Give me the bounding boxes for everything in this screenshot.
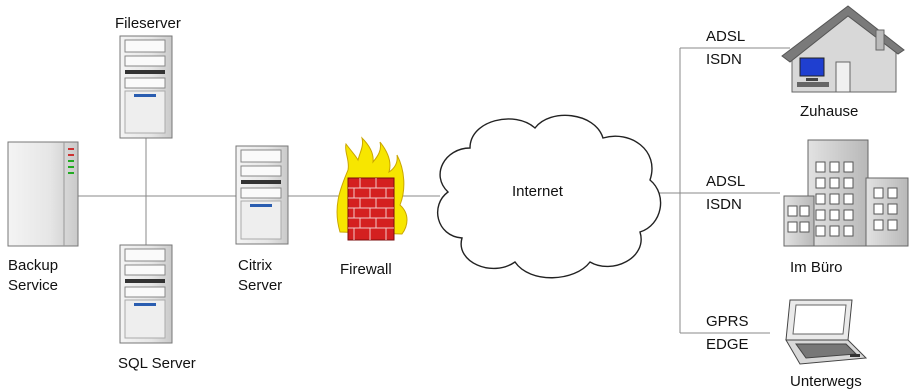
computer-screen <box>799 57 825 77</box>
connection-lines <box>78 47 790 334</box>
backup-service-icon[interactable] <box>7 141 79 247</box>
home-link-label-2: ISDN <box>706 51 742 68</box>
office-building-icon[interactable] <box>783 139 909 247</box>
mobile-link-label-1: GPRS <box>706 313 749 330</box>
office-label: Im Büro <box>790 259 843 276</box>
firewall-icon[interactable] <box>336 136 408 241</box>
internet-cloud-icon[interactable] <box>437 114 662 279</box>
backup-service-label-line1: Backup <box>8 257 58 274</box>
internet-label: Internet <box>512 183 564 200</box>
brick-wall <box>347 177 395 241</box>
home-link-label-1: ADSL <box>706 28 745 45</box>
fileserver-icon[interactable] <box>119 35 173 139</box>
laptop-icon[interactable] <box>785 299 868 365</box>
backup-service-label-line2: Service <box>8 277 58 294</box>
office-link-label-1: ADSL <box>706 173 745 190</box>
mobile-link-label-2: EDGE <box>706 336 749 353</box>
citrix-server-label-line1: Citrix <box>238 257 273 274</box>
house-icon[interactable] <box>781 5 905 93</box>
fileserver-label: Fileserver <box>115 15 181 32</box>
citrix-server-label-line2: Server <box>238 277 282 294</box>
office-link-label-2: ISDN <box>706 196 742 213</box>
firewall-label: Firewall <box>340 261 392 278</box>
sql-server-icon[interactable] <box>119 244 173 344</box>
home-label: Zuhause <box>800 103 858 120</box>
citrix-server-icon[interactable] <box>235 145 289 245</box>
sql-server-label: SQL Server <box>118 355 196 372</box>
mobile-label: Unterwegs <box>790 373 862 390</box>
